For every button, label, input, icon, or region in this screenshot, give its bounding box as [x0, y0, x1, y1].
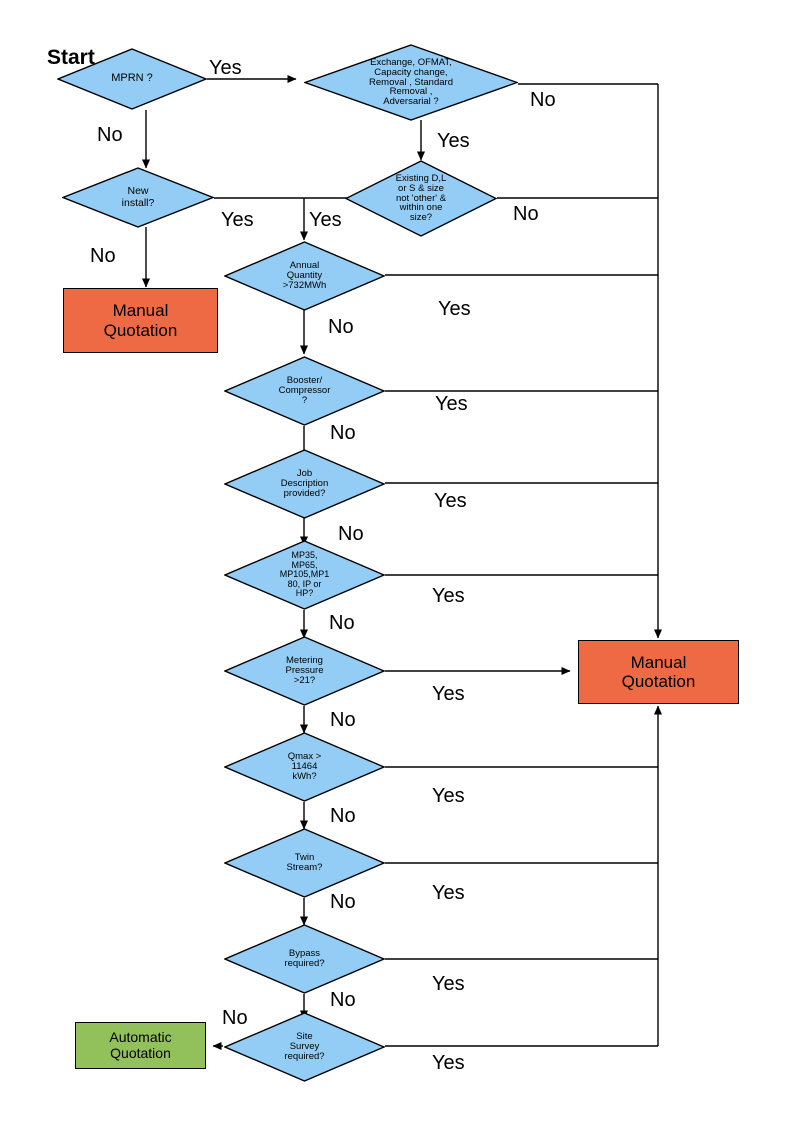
diamond-shape — [224, 356, 385, 426]
edge-label-exchange-no: No — [530, 89, 556, 111]
decision-twin-stream[interactable]: Twin Stream? — [224, 828, 385, 898]
edge-label-annual-no: No — [328, 316, 354, 338]
decision-bypass[interactable]: Bypass required? — [224, 924, 385, 994]
edge-label-sitesurvey-yes: Yes — [432, 1052, 465, 1074]
edge-label-booster-yes: Yes — [435, 393, 468, 415]
start-label: Start — [47, 46, 95, 69]
decision-job-description[interactable]: Job Description provided? — [224, 449, 385, 519]
decision-site-survey[interactable]: Site Survey required? — [224, 1012, 385, 1082]
decision-label: Site Survey required? — [284, 1031, 325, 1062]
diamond-shape — [224, 540, 385, 610]
edge-label-qmax-yes: Yes — [432, 785, 465, 807]
diamond-shape — [224, 449, 385, 519]
edge-label-twin-yes: Yes — [432, 882, 465, 904]
decision-label: Exchange, OFMAT, Capacity change, Remova… — [369, 56, 453, 108]
decision-label: Qmax > 11464 kWh? — [287, 751, 322, 782]
diamond-shape — [224, 732, 385, 802]
edge-label-jobdesc-yes: Yes — [434, 490, 467, 512]
edge-label-qmax-no: No — [330, 805, 356, 827]
decision-mp-codes[interactable]: MP35, MP65, MP105,MP1 80, IP or HP? — [224, 540, 385, 610]
decision-booster-compressor[interactable]: Booster/ Compressor ? — [224, 356, 385, 426]
terminal-manual-quotation-right[interactable]: Manual Quotation — [578, 640, 739, 704]
edge-label-metering-no: No — [330, 709, 356, 731]
decision-qmax[interactable]: Qmax > 11464 kWh? — [224, 732, 385, 802]
diamond-shape — [224, 636, 385, 706]
diamond-shape — [224, 241, 385, 311]
edge-label-metering-yes: Yes — [432, 683, 465, 705]
edge-label-annual-yes: Yes — [438, 298, 471, 320]
edge-label-bypass-no: No — [330, 989, 356, 1011]
edge-label-booster-no: No — [330, 422, 356, 444]
decision-exchange[interactable]: Exchange, OFMAT, Capacity change, Remova… — [304, 44, 518, 121]
decision-label: MP35, MP65, MP105,MP1 80, IP or HP? — [279, 550, 330, 599]
decision-label: Job Description provided? — [280, 468, 329, 499]
edge-label-bypass-yes: Yes — [432, 973, 465, 995]
edge-label-newinstall-yes: Yes — [221, 209, 254, 231]
terminal-automatic-quotation[interactable]: Automatic Quotation — [75, 1022, 206, 1069]
edge-label-mprn-no: No — [97, 124, 123, 146]
edge-label-existing-yes: Yes — [309, 209, 342, 231]
diamond-shape — [304, 44, 518, 121]
edge-label-mpcodes-no: No — [329, 612, 355, 634]
edge-label-exchange-yes: Yes — [437, 130, 470, 152]
decision-new-install[interactable]: New install? — [62, 167, 214, 228]
decision-label: Existing D,L or S & size not 'other' & w… — [395, 172, 447, 224]
decision-label: Bypass required? — [284, 948, 325, 969]
edge-label-mprn-yes: Yes — [209, 57, 242, 79]
decision-label: MPRN ? — [111, 72, 153, 85]
edge-label-twin-no: No — [330, 891, 356, 913]
decision-label: Booster/ Compressor ? — [278, 375, 331, 406]
edge-label-newinstall-no: No — [90, 245, 116, 267]
edge-label-jobdesc-no: No — [338, 523, 364, 545]
diamond-shape — [224, 828, 385, 898]
decision-metering-pressure[interactable]: Metering Pressure >21? — [224, 636, 385, 706]
diamond-shape — [62, 167, 214, 228]
edge-label-sitesurvey-no: No — [222, 1007, 248, 1029]
decision-label: Twin Stream? — [286, 852, 323, 873]
decision-label: Metering Pressure >21? — [285, 655, 324, 686]
decision-annual-quantity[interactable]: Annual Quantity >732MWh — [224, 241, 385, 311]
terminal-manual-quotation-left[interactable]: Manual Quotation — [63, 288, 218, 353]
diamond-shape — [345, 160, 497, 237]
decision-existing-size[interactable]: Existing D,L or S & size not 'other' & w… — [345, 160, 497, 237]
edge-label-existing-no: No — [513, 203, 539, 225]
decision-mprn[interactable]: MPRN ? — [57, 48, 207, 110]
diamond-shape — [224, 924, 385, 994]
diamond-shape — [224, 1012, 385, 1082]
decision-label: New install? — [121, 185, 155, 209]
edge-label-mpcodes-yes: Yes — [432, 585, 465, 607]
decision-label: Annual Quantity >732MWh — [282, 260, 327, 291]
diamond-shape — [57, 48, 207, 110]
